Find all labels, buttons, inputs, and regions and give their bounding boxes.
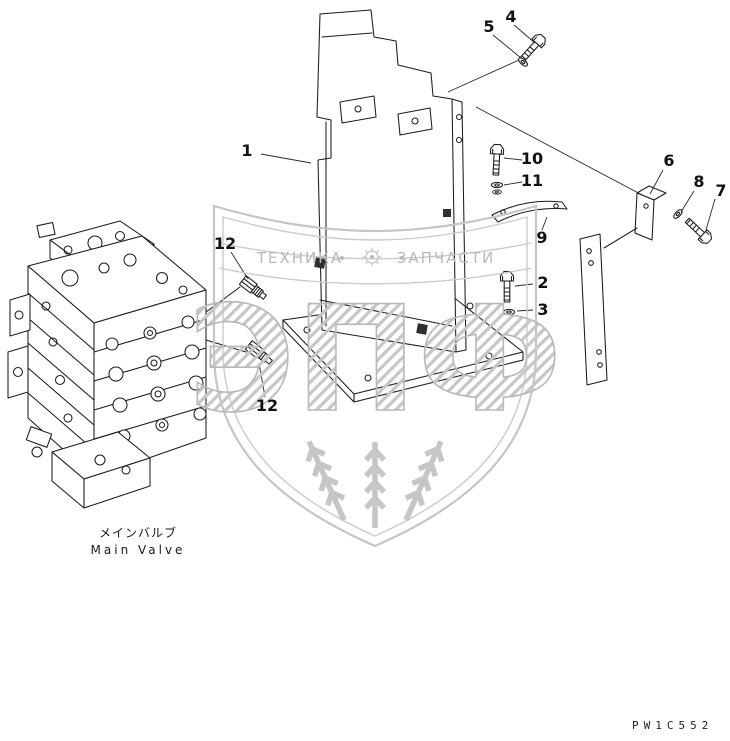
watermark: ТЕХНИКА ЗАПЧАСТИ ЭПФ	[187, 204, 563, 548]
callout-7: 7	[715, 181, 727, 200]
watermark-tagline-left: ТЕХНИКА	[256, 249, 343, 267]
leader-lines	[230, 24, 716, 398]
watermark-tagline-right: ЗАПЧАСТИ	[397, 249, 496, 267]
caption: メインバルブ Main Valve	[78, 524, 198, 557]
callout-4: 4	[505, 7, 517, 26]
bracket-drawing	[314, 9, 467, 353]
strap-drawing	[491, 200, 568, 223]
callout-9: 9	[536, 228, 548, 247]
drawing-code: PW1C552	[632, 719, 714, 732]
gear-icon	[362, 247, 382, 267]
support-bar-drawing	[579, 233, 608, 386]
watermark-shield	[212, 204, 538, 548]
callout-8: 8	[693, 172, 705, 191]
callout-11: 11	[520, 171, 544, 190]
main-valve-drawing	[7, 220, 247, 509]
callout-6: 6	[663, 151, 675, 170]
callout-12-upper: 12	[213, 234, 237, 253]
caption-english: Main Valve	[90, 543, 186, 557]
bolt-10	[488, 143, 505, 176]
callout-1: 1	[241, 141, 253, 160]
callout-12-lower: 12	[255, 396, 279, 415]
wheat-icon	[301, 438, 449, 528]
angle-bracket-drawing	[603, 185, 667, 249]
callout-2: 2	[537, 273, 549, 292]
callout-5: 5	[483, 17, 495, 36]
watermark-brand-text: ЭПФ	[188, 275, 562, 445]
caption-japanese: メインバルブ	[98, 526, 177, 540]
washer-11	[490, 181, 504, 195]
callout-10: 10	[520, 149, 544, 168]
callout-3: 3	[537, 300, 549, 319]
